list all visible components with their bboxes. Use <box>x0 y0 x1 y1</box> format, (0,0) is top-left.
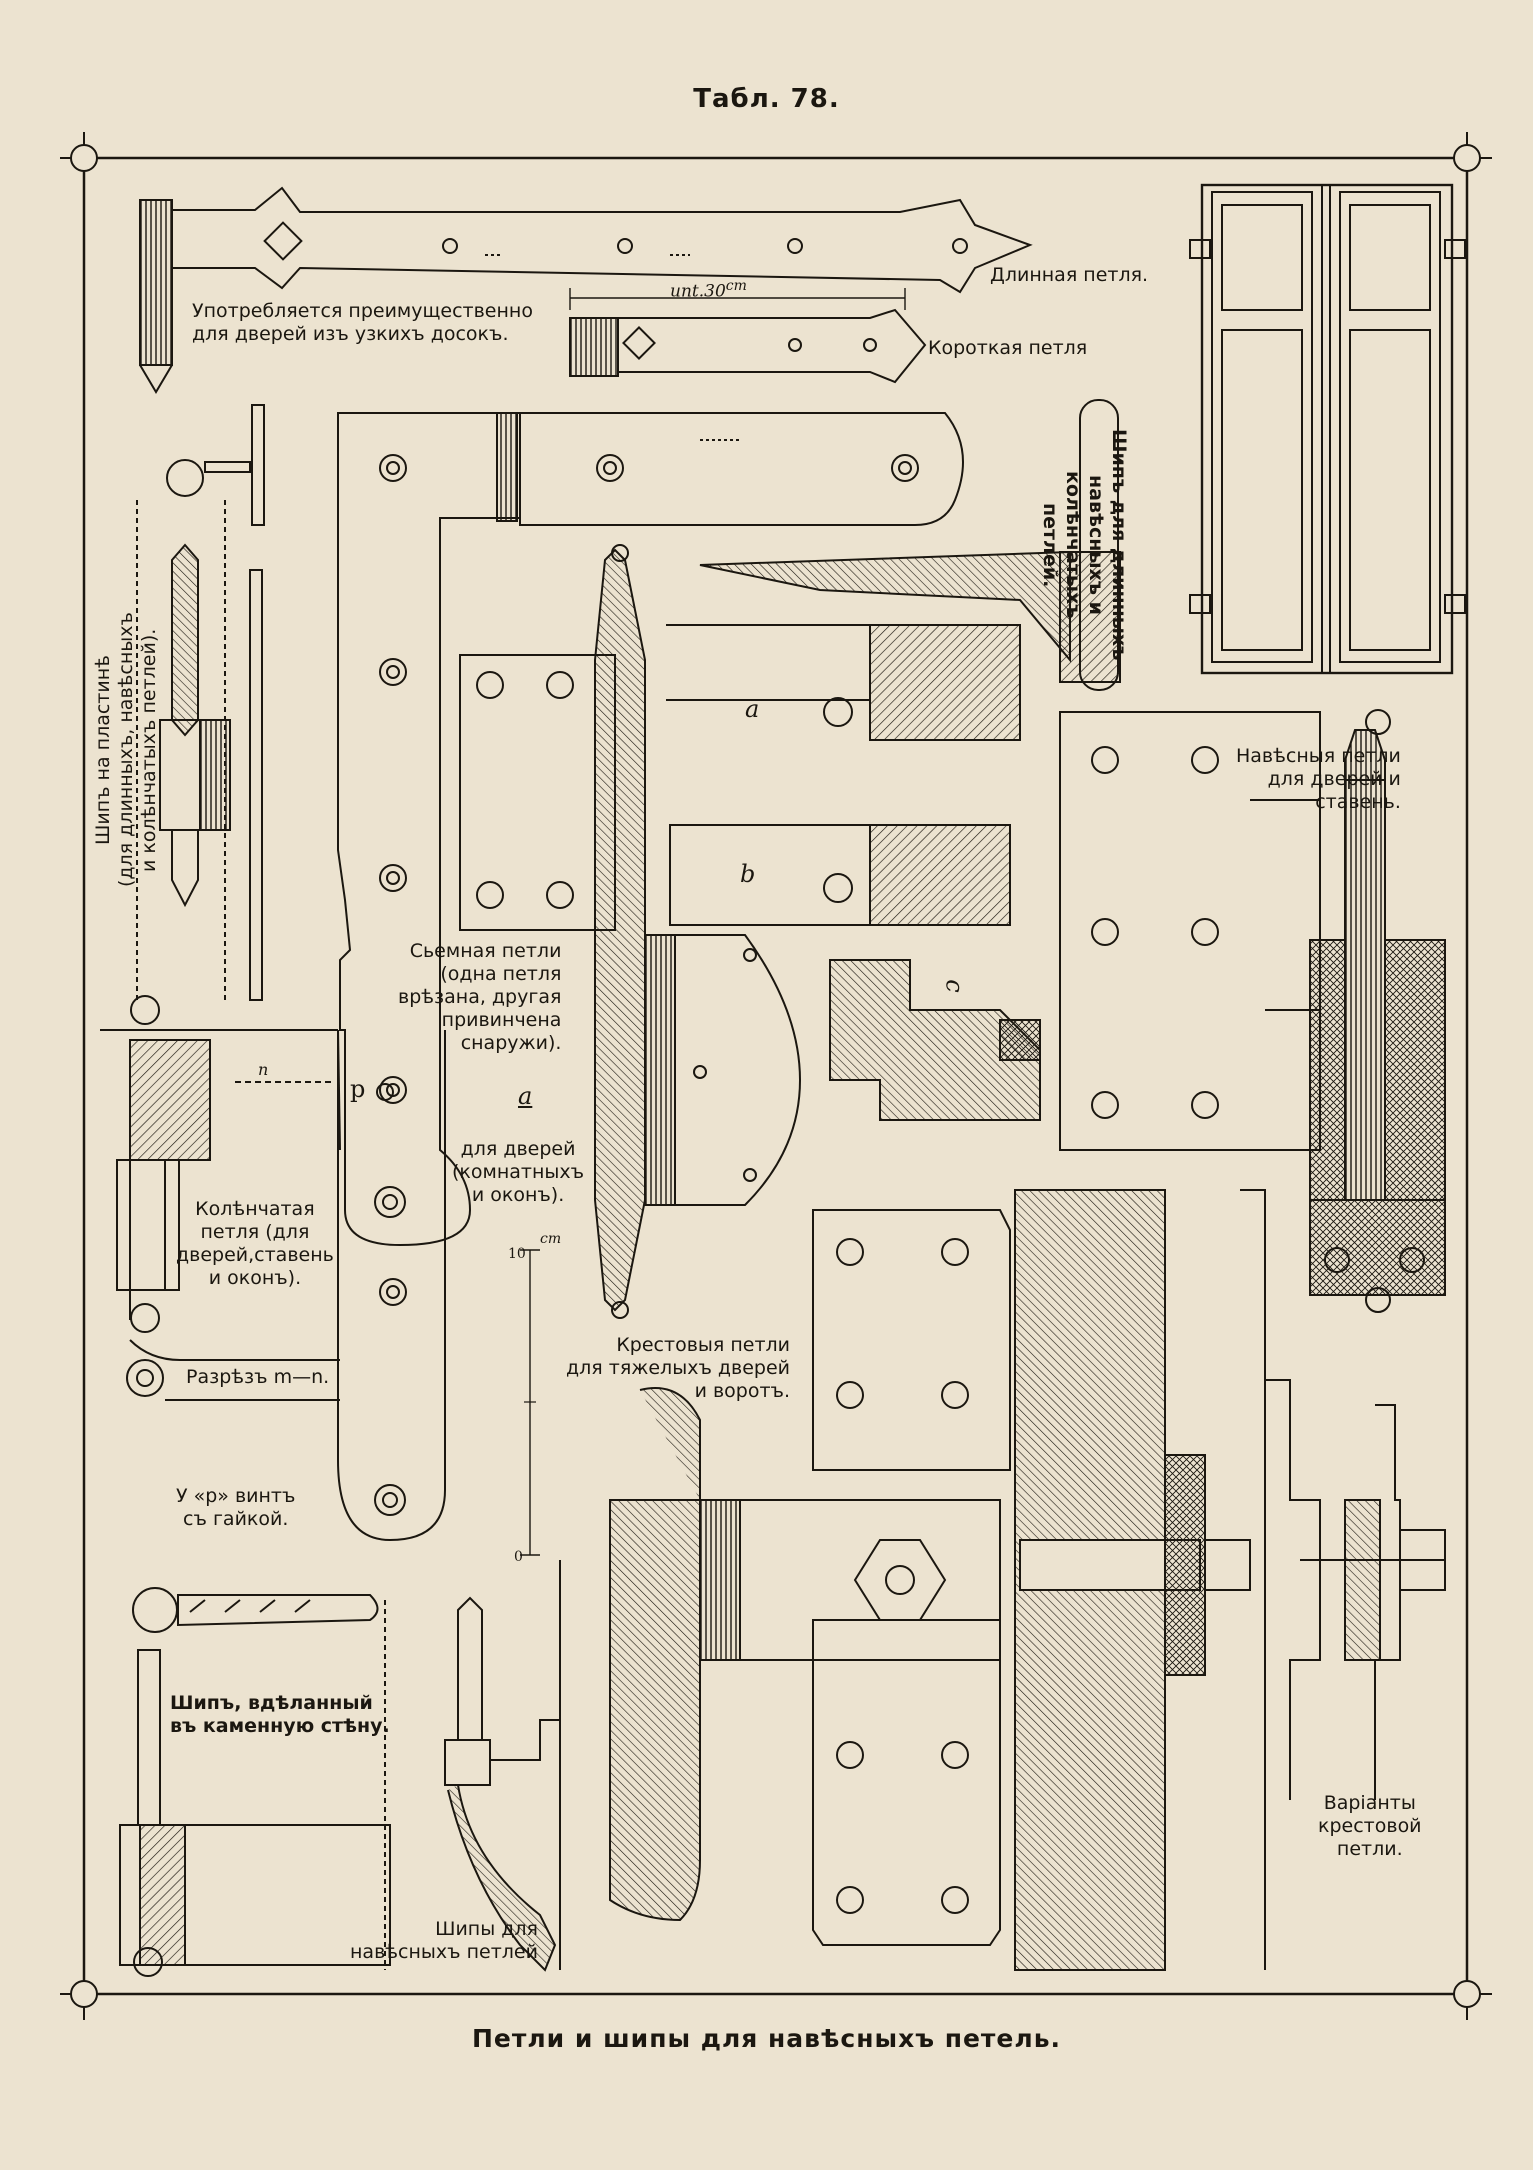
label-variants: Варiанты крестовой петли. <box>1318 1792 1422 1860</box>
scale-unit: cm <box>540 1231 562 1247</box>
mark-p: p <box>350 1075 366 1103</box>
pins-hanging-drawing <box>444 1560 561 1972</box>
label-for-doors: для дверей (комнатныхъ и оконъ). <box>452 1138 585 1206</box>
strap-and-pin-drawing <box>496 399 1121 1121</box>
label-pin-stone: Шипъ, вдѣланный въ каменную стѣну. <box>170 1692 390 1737</box>
hanging-hinge-drawing <box>1059 709 1446 1313</box>
label-long-hinge: Длинная петля. <box>990 264 1149 286</box>
long-hinge-drawing <box>139 186 1033 394</box>
dimension-value: unt.30 <box>670 281 726 302</box>
pin-on-plate-drawing <box>136 404 265 1001</box>
pin-in-stone-drawing <box>119 1587 391 1977</box>
dimension-unit: сm <box>725 278 747 294</box>
label-elbow-hinge: Колѣнчатая петля (для дверей,ставень и о… <box>176 1198 334 1289</box>
scale-drawing <box>520 1249 540 1556</box>
label-dimension: unt.30сm <box>670 275 747 304</box>
plate-caption: Петли и шипы для навѣсныхъ петель. <box>472 2024 1061 2053</box>
door-elevation-drawing <box>1189 183 1466 675</box>
label-pin-on-plate: Шипъ на пластинѣ (для длинныхъ, навѣсных… <box>92 612 160 888</box>
plate-frame <box>60 132 1492 2020</box>
label-screw-nut: У «р» винтъ съ гайкой. <box>176 1485 296 1530</box>
label-short-hinge: Короткая петля <box>928 337 1088 359</box>
elbow-hinge-drawing <box>100 412 521 1542</box>
mark-a: a <box>745 695 760 723</box>
scale-top: 10 <box>508 1246 526 1262</box>
mark-b: b <box>740 860 756 888</box>
label-cross-hinges: Крестовыя петли для тяжелыхъ дверей и во… <box>566 1334 791 1402</box>
mark-n: n <box>258 1060 269 1079</box>
cross-hinge-drawing <box>609 1189 1321 1971</box>
label-pins-hanging: Шипы для навѣсныхъ петлей <box>350 1918 538 1963</box>
short-hinge-drawing <box>569 288 927 384</box>
plate-number: Табл. 78. <box>693 84 840 114</box>
label-hanging-hinges: Навѣсныя петли для дверей и ставень. <box>1236 745 1401 813</box>
mark-c: c <box>940 979 969 993</box>
label-narrow-boards: Употребляется преимущественно для дверей… <box>192 300 533 345</box>
mark-a-prime: a <box>518 1082 533 1110</box>
cross-hinge-variants-drawing <box>1300 1404 1446 1800</box>
label-pin-long-hinges: Шипъ для длинныхъ навѣсныхъ и колѣнчатых… <box>1039 429 1130 661</box>
label-section: Разрѣзъ m—n. <box>186 1366 330 1388</box>
scale-bottom: 0 <box>514 1549 523 1565</box>
label-removable-hinge: Сьемная петли (одна петля врѣзана, друга… <box>398 940 562 1054</box>
removable-hinge-drawing <box>459 544 802 1319</box>
